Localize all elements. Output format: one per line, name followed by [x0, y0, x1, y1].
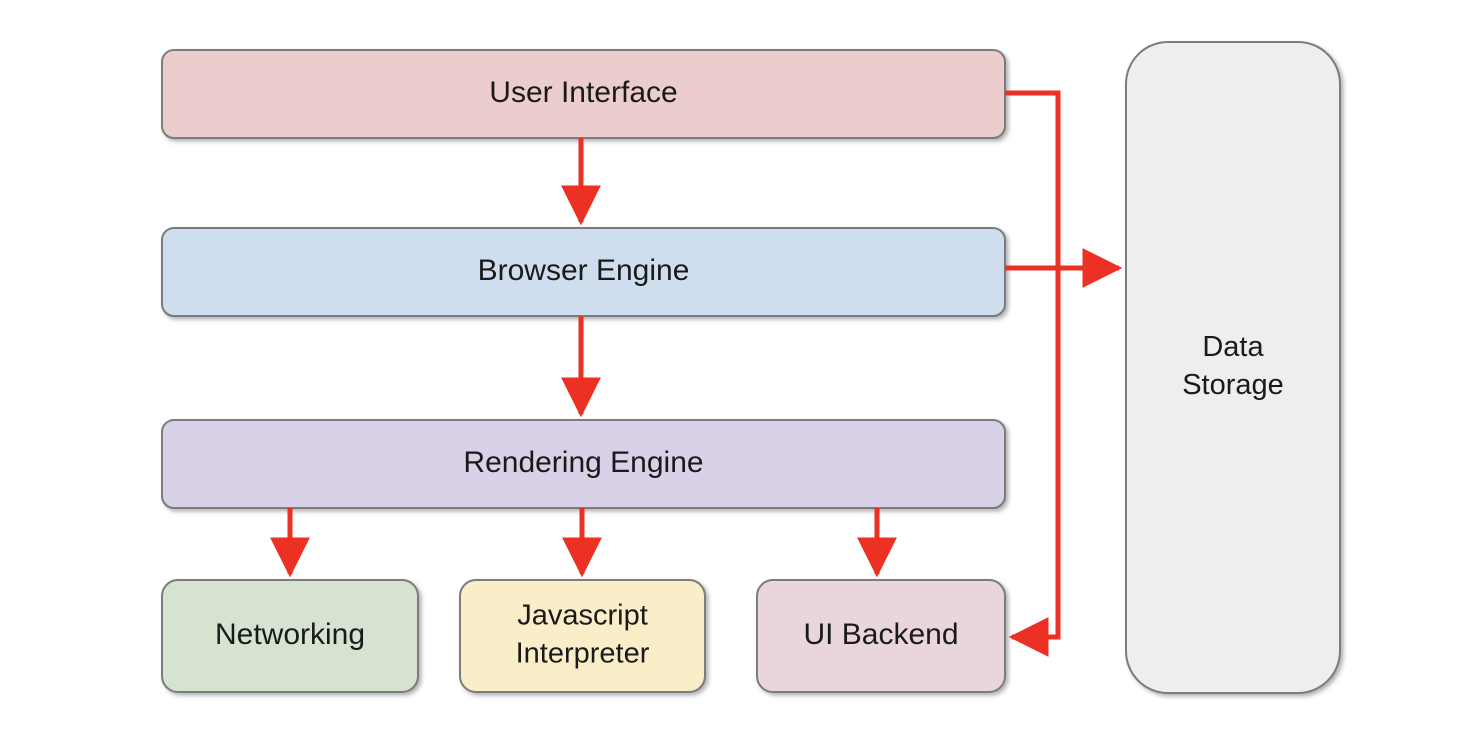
- node-ui-backend[interactable]: [756, 579, 1006, 693]
- node-rendering-engine[interactable]: [161, 419, 1006, 509]
- node-box-javascript-interpreter[interactable]: [459, 579, 706, 693]
- node-box-browser-engine[interactable]: [161, 227, 1006, 317]
- nodes-layer: [161, 41, 1341, 694]
- node-data-storage[interactable]: [1125, 41, 1341, 694]
- node-box-user-interface[interactable]: [161, 49, 1006, 139]
- node-box-ui-backend[interactable]: [756, 579, 1006, 693]
- connector-user-interface-to-ui-backend: [1005, 90, 1061, 657]
- node-box-rendering-engine[interactable]: [161, 419, 1006, 509]
- node-user-interface[interactable]: [161, 49, 1006, 139]
- node-box-networking[interactable]: [161, 579, 419, 693]
- node-box-data-storage[interactable]: [1125, 41, 1341, 694]
- node-networking[interactable]: [161, 579, 419, 693]
- node-javascript-interpreter[interactable]: [459, 579, 706, 693]
- node-browser-engine[interactable]: [161, 227, 1006, 317]
- connections-layer: [270, 90, 1123, 657]
